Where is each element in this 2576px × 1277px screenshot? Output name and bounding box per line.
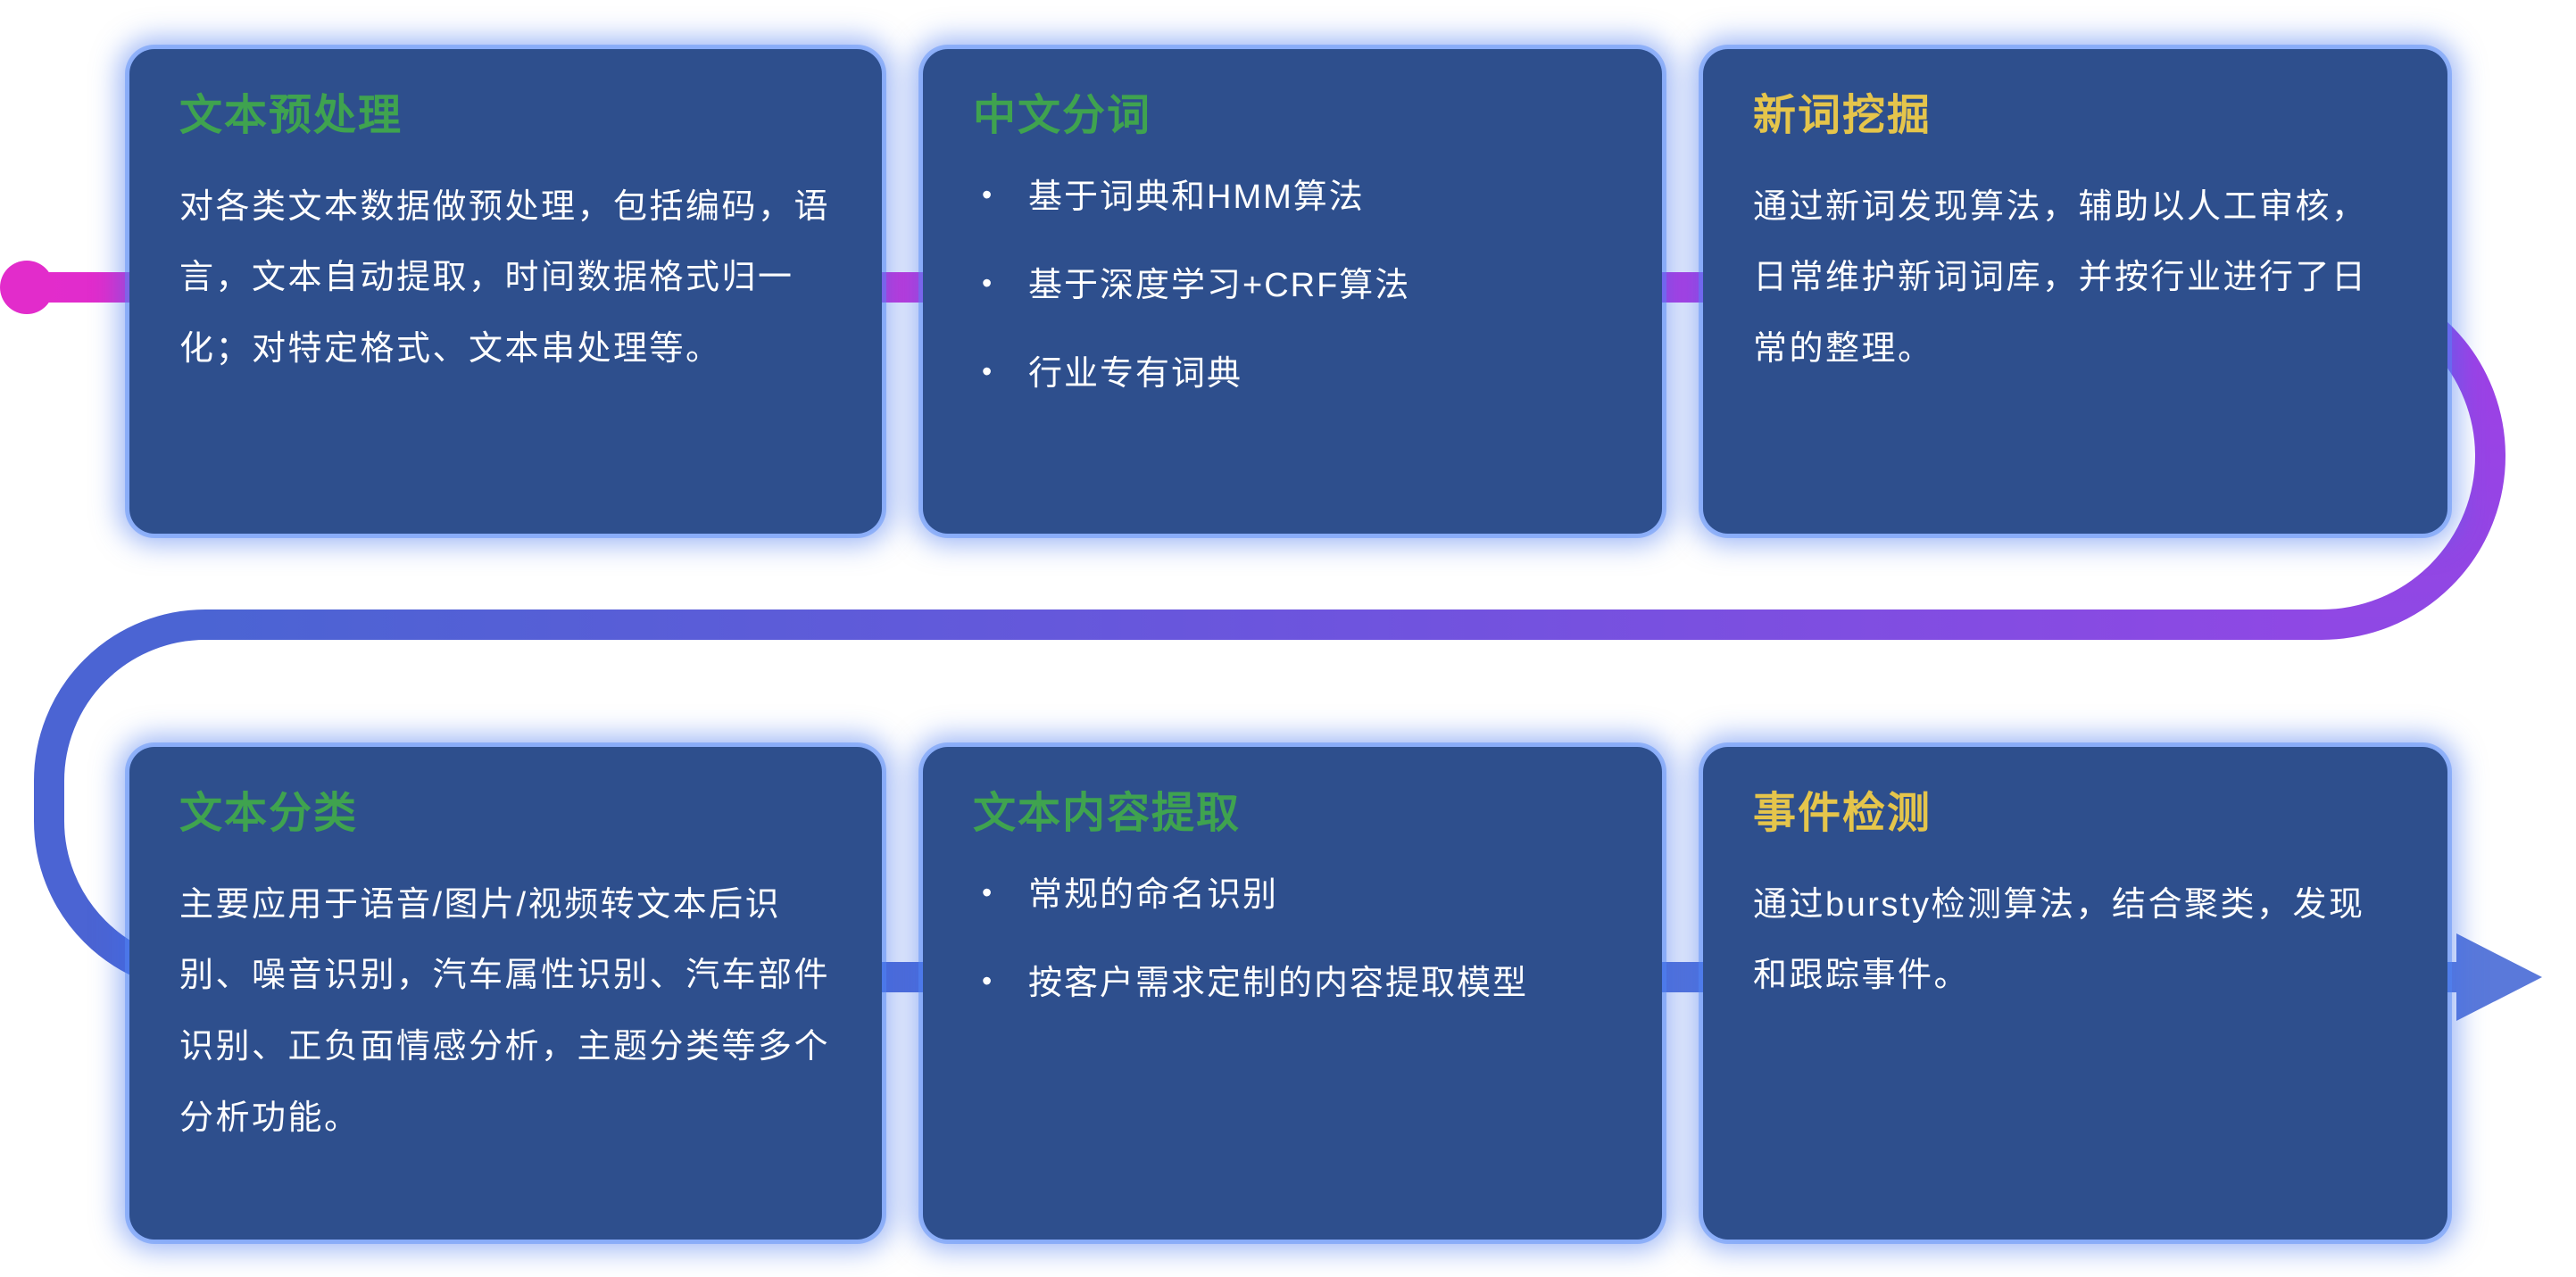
card-event-detection: 事件检测 通过bursty检测算法，结合聚类，发现和跟踪事件。 <box>1703 747 2447 1240</box>
card-body: 对各类文本数据做预处理，包括编码，语言，文本自动提取，时间数据格式归一化；对特定… <box>179 187 831 369</box>
card-text-classification: 文本分类 主要应用于语音/图片/视频转文本后识别、噪音识别，汽车属性识别、汽车部… <box>129 747 882 1240</box>
card-title: 中文分词 <box>973 92 1152 139</box>
bullet-item: 按客户需求定制的内容提取模型 <box>973 958 1612 1009</box>
bullet-item: 行业专有词典 <box>973 349 1612 400</box>
card-text-preprocessing: 文本预处理 对各类文本数据做预处理，包括编码，语言，文本自动提取，时间数据格式归… <box>129 49 882 534</box>
card-title: 文本分类 <box>179 790 359 837</box>
bullet-item: 基于深度学习+CRF算法 <box>973 261 1612 311</box>
card-bullet-list: 基于词典和HMM算法 基于深度学习+CRF算法 行业专有词典 <box>973 172 1612 400</box>
card-new-word-mining: 新词挖掘 通过新词发现算法，辅助以人工审核，日常维护新词词库，并按行业进行了日常… <box>1703 49 2447 534</box>
card-text-content-extraction: 文本内容提取 常规的命名识别 按客户需求定制的内容提取模型 <box>923 747 1662 1240</box>
flow-arrowhead-icon <box>2456 933 2542 1021</box>
flow-start-dot-icon <box>0 261 54 314</box>
card-title: 新词挖掘 <box>1753 92 1932 139</box>
card-body: 主要应用于语音/图片/视频转文本后识别、噪音识别，汽车属性识别、汽车部件识别、正… <box>179 885 831 1137</box>
card-title: 文本预处理 <box>179 92 403 139</box>
bullet-item: 常规的命名识别 <box>973 870 1612 921</box>
card-title: 文本内容提取 <box>973 790 1242 837</box>
card-bullet-list: 常规的命名识别 按客户需求定制的内容提取模型 <box>973 870 1612 1009</box>
card-title: 事件检测 <box>1753 790 1932 837</box>
card-body: 通过bursty检测算法，结合聚类，发现和跟踪事件。 <box>1753 885 2365 995</box>
card-chinese-word-segmentation: 中文分词 基于词典和HMM算法 基于深度学习+CRF算法 行业专有词典 <box>923 49 1662 534</box>
card-body: 通过新词发现算法，辅助以人工审核，日常维护新词词库，并按行业进行了日常的整理。 <box>1753 187 2368 369</box>
bullet-item: 基于词典和HMM算法 <box>973 172 1612 223</box>
